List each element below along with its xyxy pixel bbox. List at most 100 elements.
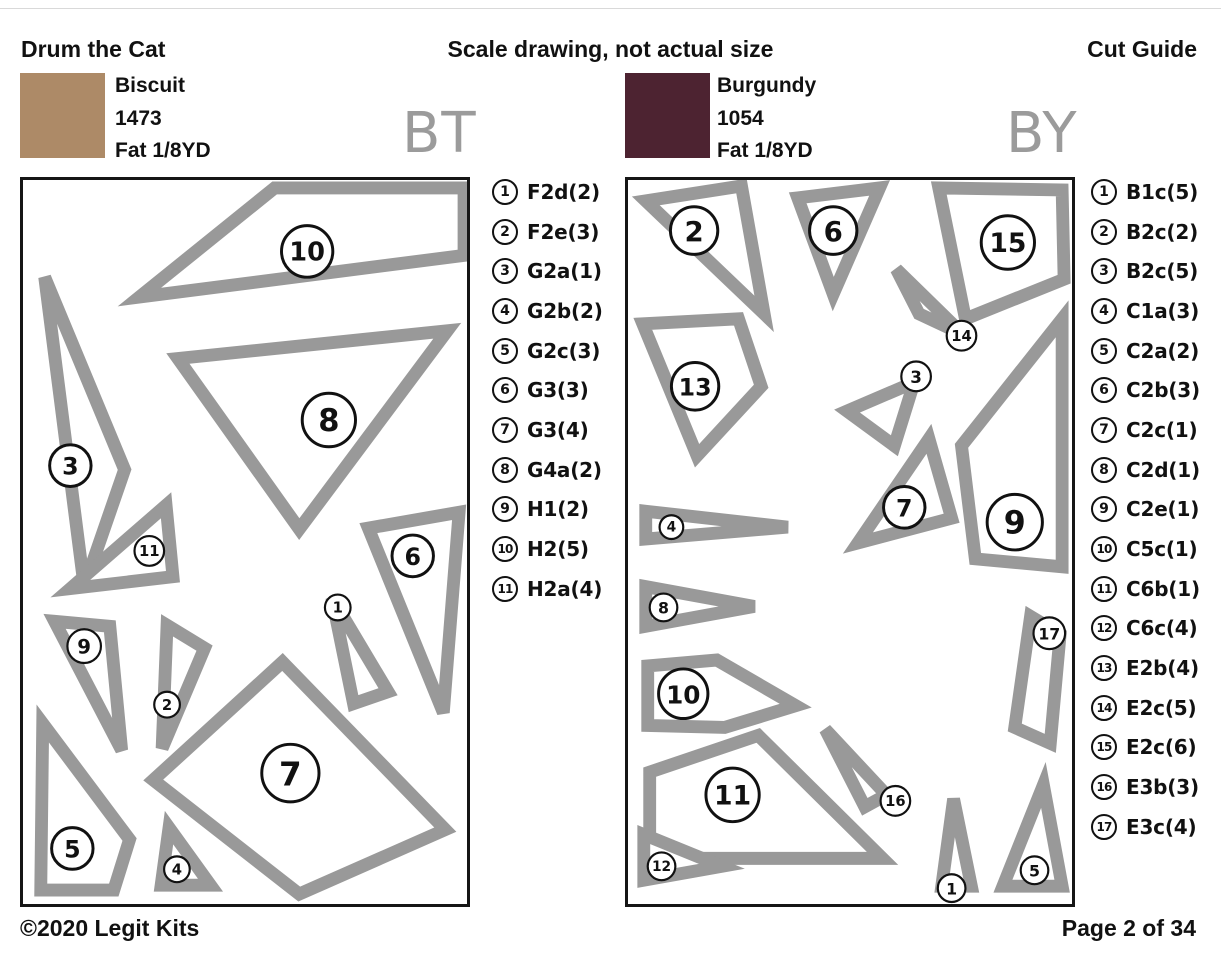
piece-number-text: 1 (946, 879, 957, 898)
legend-piece-number: 11 (1091, 575, 1117, 602)
piece-BT-11-marker: 11 (133, 534, 166, 567)
legend-piece-label: C2e(1) (1126, 497, 1200, 522)
piece-BY-3-outline (834, 370, 925, 457)
legend-item-BT-2: 2 F2e(3) (492, 212, 603, 252)
legend-piece-label: H2(5) (527, 537, 589, 562)
piece-number-circle (668, 205, 720, 256)
legend-piece-number: 8 (1091, 456, 1117, 483)
piece-number-text: 3 (910, 367, 922, 387)
legend-piece-label: C1a(3) (1126, 298, 1200, 323)
legend-piece-number: 7 (492, 416, 518, 443)
piece-number-circle (323, 593, 352, 622)
piece-number-circle (882, 484, 927, 530)
piece-number-text: 4 (172, 861, 182, 878)
piece-BY-9-marker: 9 (985, 492, 1044, 552)
piece-number-circle (153, 690, 181, 719)
legend-item-BY-4: 4 C1a(3) (1091, 291, 1200, 331)
piece-number-text: 6 (404, 543, 420, 571)
piece-number-circle (704, 766, 761, 824)
piece-BT-1-marker: 1 (323, 593, 352, 622)
legend-piece-label: C2c(1) (1126, 417, 1198, 442)
copyright: ©2020 Legit Kits (20, 915, 200, 941)
piece-BT-10-marker: 10 (280, 224, 335, 279)
legend-piece-label: G2b(2) (527, 298, 603, 323)
piece-BT-9-marker: 9 (66, 628, 103, 665)
piece-number-text: 8 (658, 599, 669, 618)
legend-piece-number: 16 (1091, 774, 1117, 801)
legend-piece-label: G4a(2) (527, 457, 602, 482)
piece-number-circle (657, 667, 710, 721)
piece-number-circle (300, 391, 357, 449)
legend-piece-label: E3c(4) (1126, 814, 1197, 839)
legend-piece-number: 2 (492, 218, 518, 245)
piece-number-circle (648, 592, 679, 623)
legend-item-BY-9: 9 C2e(1) (1091, 490, 1200, 530)
legend-piece-number: 9 (1091, 496, 1117, 523)
piece-BY-11-marker: 11 (704, 766, 761, 824)
legend-piece-number: 13 (1091, 655, 1117, 682)
piece-number-text: 7 (896, 494, 912, 522)
piece-BT-11-outline (50, 492, 180, 598)
piece-number-text: 9 (77, 635, 91, 658)
piece-BT-2-outline (155, 614, 213, 751)
piece-BT-8-marker: 8 (300, 391, 357, 449)
piece-BY-14-outline (890, 264, 968, 341)
piece-BY-10-marker: 10 (657, 667, 710, 721)
piece-number-text: 11 (139, 543, 160, 560)
piece-number-text: 12 (652, 859, 671, 875)
piece-number-text: 4 (667, 520, 677, 536)
piece-number-text: 5 (64, 835, 80, 863)
piece-BT-3-outline (38, 274, 132, 589)
fabric-cut-size: Fat 1/8YD (717, 139, 813, 162)
piece-number-circle (390, 533, 435, 579)
legend-piece-label: G3(3) (527, 378, 589, 403)
piece-number-text: 14 (951, 328, 972, 345)
piece-number-text: 2 (684, 215, 703, 248)
page-number: Page 2 of 34 (1061, 915, 1196, 941)
piece-number-circle (900, 360, 932, 393)
legend-piece-number: 12 (1091, 615, 1117, 642)
piece-BY-16-marker: 16 (879, 784, 912, 817)
piece-number-text: 1 (333, 600, 343, 617)
piece-number-circle (280, 224, 335, 279)
fabric-name: Burgundy (717, 74, 817, 97)
piece-BY-2-marker: 2 (668, 205, 720, 256)
legend-piece-label: F2d(2) (527, 179, 600, 204)
piece-number-circle (1032, 616, 1067, 651)
piece-number-text: 10 (666, 680, 700, 709)
fabric-info-biscuit: Biscuit 1473 Fat 1/8YD (115, 70, 211, 168)
piece-BT-6-marker: 6 (390, 533, 435, 579)
piece-BT-7-marker: 7 (260, 742, 321, 804)
piece-BY-6-marker: 6 (808, 205, 859, 256)
piece-number-circle (1019, 855, 1050, 886)
piece-number-text: 9 (1004, 505, 1026, 541)
top-divider (0, 8, 1221, 9)
piece-BY-11-outline (643, 728, 899, 865)
legend-piece-number: 4 (1091, 297, 1117, 324)
legend-piece-label: B1c(5) (1126, 179, 1199, 204)
legend-piece-label: F2e(3) (527, 219, 600, 244)
legend-piece-label: E3b(3) (1126, 775, 1199, 800)
legend-piece-label: H2a(4) (527, 576, 603, 601)
legend-piece-number: 11 (492, 575, 518, 602)
legend-piece-number: 15 (1091, 734, 1117, 761)
piece-number-text: 6 (824, 215, 843, 248)
panel-code-by: BY (1006, 101, 1078, 166)
